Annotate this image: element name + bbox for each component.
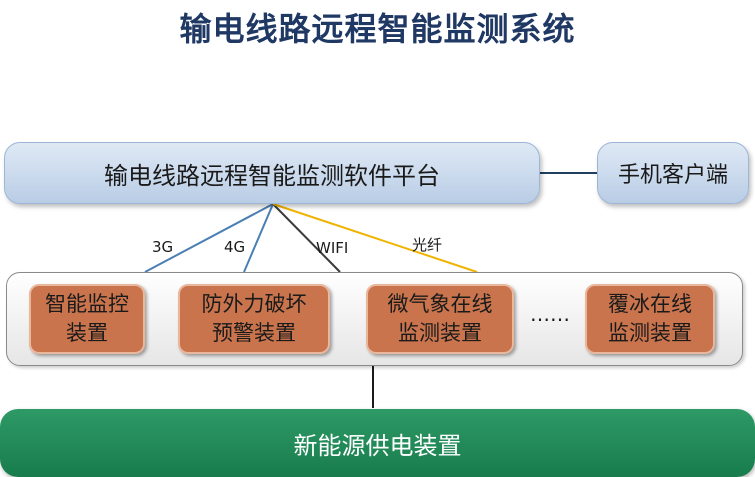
device-label-line2: 监测装置 — [398, 321, 482, 345]
device-label-line2: 监测装置 — [608, 321, 692, 345]
more-devices-ellipsis: …… — [530, 302, 570, 326]
device-icing-monitor: 覆冰在线 监测装置 — [585, 284, 715, 354]
link-wifi-line — [272, 203, 341, 273]
power-supply-label: 新能源供电装置 — [293, 431, 462, 460]
mobile-client-label: 手机客户端 — [617, 163, 728, 188]
device-anti-damage-warning: 防外力破坏 预警装置 — [178, 284, 330, 354]
link-fiber-label: 光纤 — [412, 236, 443, 254]
device-label-line2: 预警装置 — [212, 321, 296, 345]
mobile-client-box: 手机客户端 — [597, 142, 749, 204]
software-platform-box: 输电线路远程智能监测软件平台 — [4, 142, 540, 204]
software-platform-label: 输电线路远程智能监测软件平台 — [104, 161, 440, 190]
device-micro-weather: 微气象在线 监测装置 — [366, 284, 514, 354]
diagram-title: 输电线路远程智能监测系统 — [179, 10, 576, 48]
device-label-line1: 智能监控 — [45, 292, 129, 316]
device-label-line1: 覆冰在线 — [608, 292, 692, 316]
link-4g-label: 4G — [224, 238, 246, 256]
link-4g-line — [243, 203, 274, 273]
device-label-line1: 防外力破坏 — [201, 292, 307, 316]
link-fiber-line — [272, 203, 478, 273]
device-smart-monitor: 智能监控 装置 — [29, 284, 145, 354]
device-label-line1: 微气象在线 — [387, 292, 493, 316]
link-wifi-label: WIFI — [316, 239, 349, 257]
power-supply-box: 新能源供电装置 — [0, 409, 755, 477]
device-label-line2: 装置 — [66, 321, 108, 345]
link-3g-line — [144, 203, 274, 273]
link-3g-label: 3G — [152, 238, 174, 256]
